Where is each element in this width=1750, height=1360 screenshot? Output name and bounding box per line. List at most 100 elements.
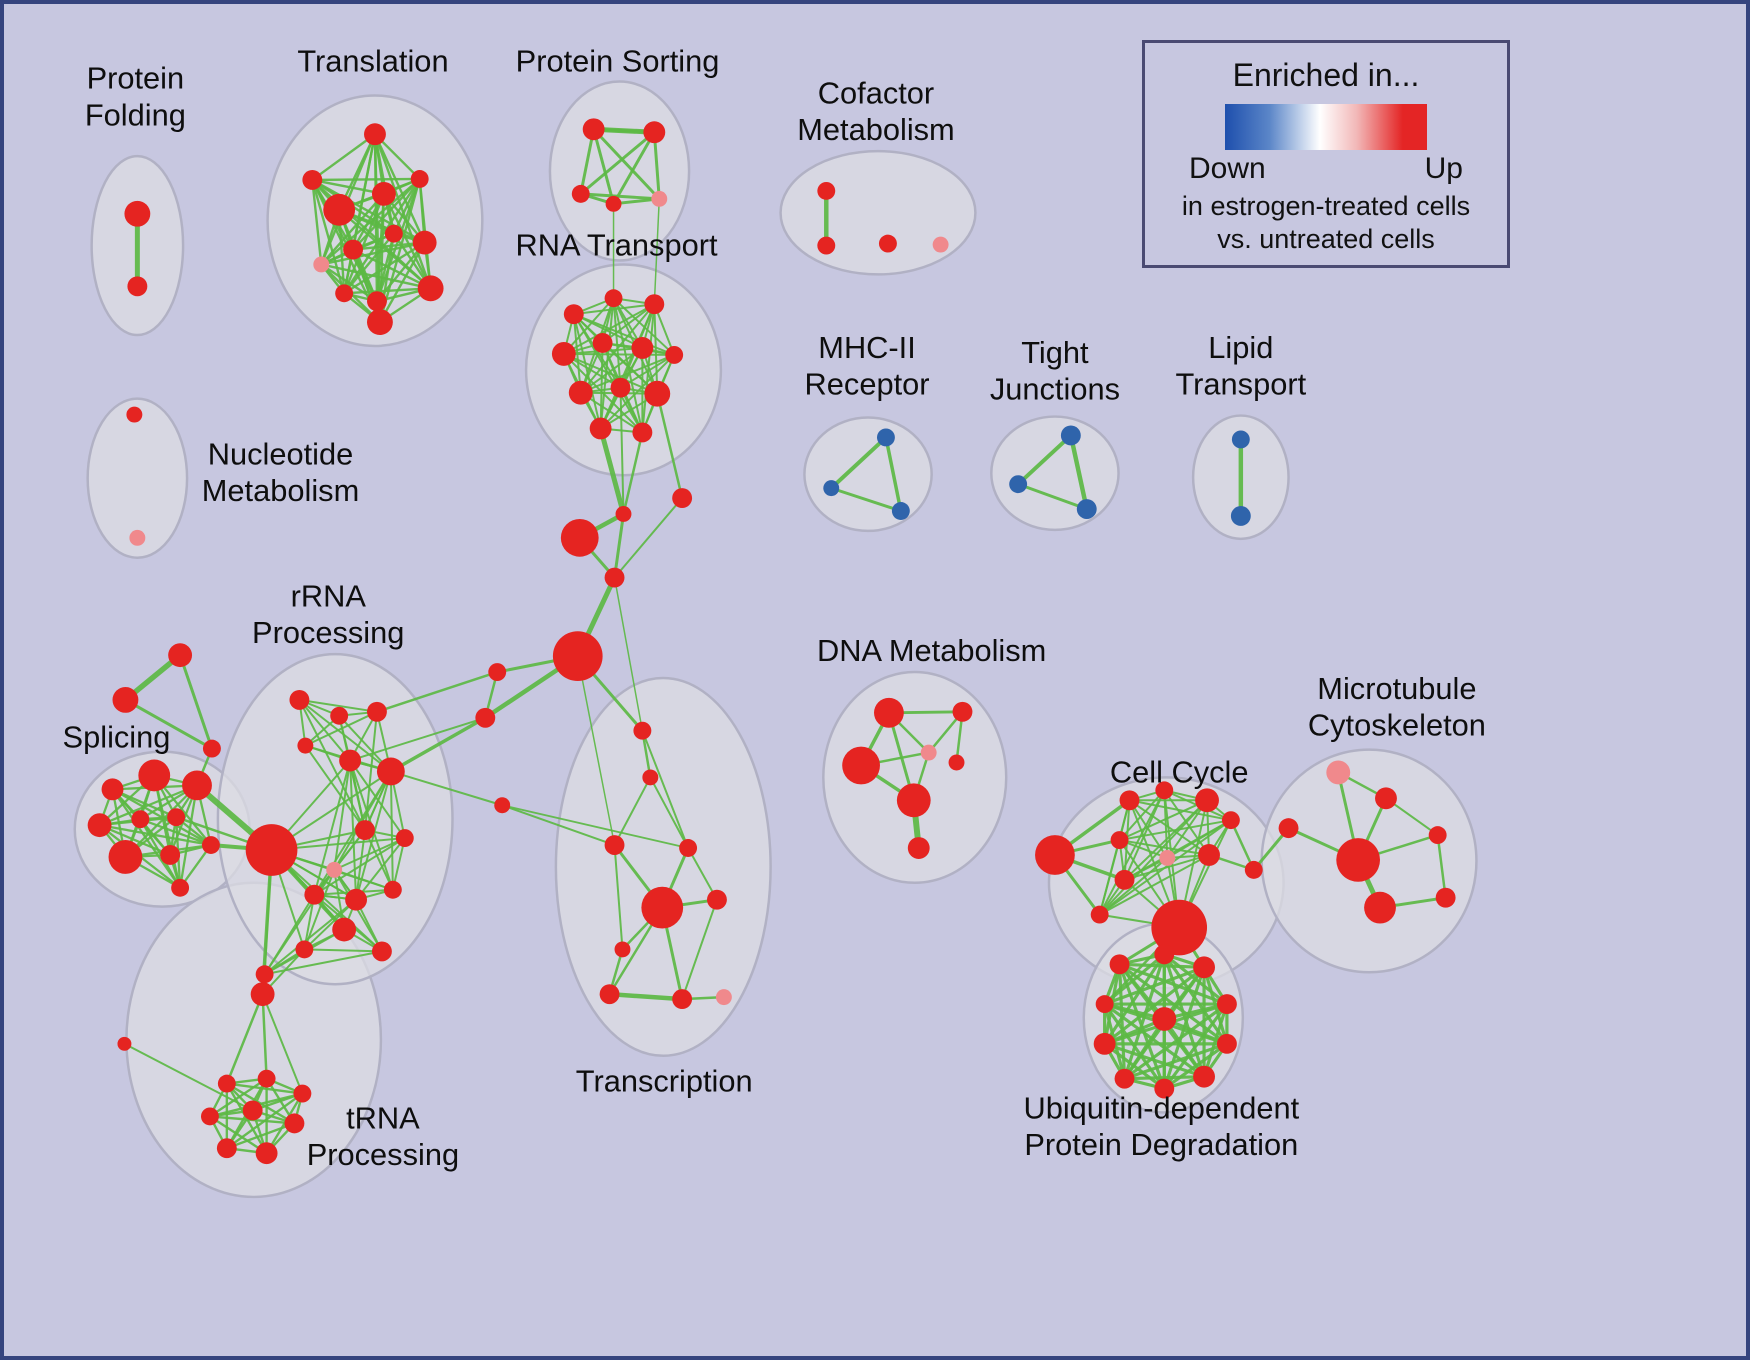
- network-edge: [579, 391, 644, 434]
- network-edge: [1123, 853, 1211, 881]
- network-node-lp2: [1230, 506, 1251, 526]
- network-edge: [263, 898, 358, 976]
- legend-gradient-bar: [1225, 104, 1427, 150]
- network-node-rr1: [289, 689, 310, 710]
- cluster-label-lipid-transport: Lipid: [1208, 330, 1273, 365]
- network-edge: [208, 1115, 268, 1155]
- network-edge: [298, 698, 392, 773]
- network-node-pf1: [124, 200, 151, 227]
- legend: Enriched in... Down Up in estrogen-treat…: [1142, 40, 1510, 268]
- network-edge: [373, 133, 432, 290]
- network-node-tl13: [367, 309, 393, 336]
- network-edge: [1118, 789, 1166, 842]
- network-node-rt2: [604, 289, 623, 308]
- network-node-cc8: [1198, 844, 1220, 866]
- network-node-ub5: [1216, 1033, 1237, 1054]
- cluster-ellipse-tight-junctions: [990, 415, 1120, 532]
- network-edge: [579, 127, 596, 196]
- network-edge: [579, 192, 661, 201]
- legend-caption-line2: vs. untreated cells: [1217, 224, 1435, 254]
- network-edge: [613, 776, 652, 847]
- network-edge: [311, 178, 323, 266]
- network-edge: [613, 844, 624, 951]
- network-node-cf2: [817, 236, 836, 255]
- cluster-label-trna-processing: Processing: [307, 1137, 459, 1172]
- network-edge: [613, 497, 684, 579]
- cluster-label-rna-transport: RNA Transport: [516, 228, 718, 263]
- network-node-sp5: [131, 810, 150, 829]
- network-node-mc7: [1435, 887, 1456, 908]
- network-edge: [1118, 799, 1209, 842]
- network-edge: [1103, 1002, 1206, 1079]
- network-edge: [98, 784, 199, 827]
- network-edge: [1098, 856, 1169, 916]
- network-edge: [562, 297, 615, 355]
- network-edge: [311, 133, 377, 182]
- network-node-mc2: [1375, 787, 1397, 810]
- network-node-rt3: [644, 294, 665, 315]
- network-edge: [342, 241, 426, 295]
- network-node-rr11: [304, 884, 325, 905]
- network-node-dm2: [952, 701, 973, 722]
- network-node-dm6: [896, 783, 931, 818]
- network-edge: [829, 435, 888, 491]
- network-edge: [579, 303, 656, 394]
- network-node-rr6: [376, 757, 405, 786]
- network-node-ub9: [1093, 1032, 1116, 1055]
- network-node-lp1: [1231, 430, 1250, 449]
- network-node-tr3: [604, 835, 625, 855]
- legend-down-label: Down: [1189, 152, 1266, 185]
- network-edge: [139, 818, 213, 847]
- cluster-label-tight-junctions: Junctions: [990, 372, 1120, 407]
- network-node-tj1: [1060, 425, 1081, 446]
- network-edge: [653, 303, 659, 395]
- network-edge: [208, 1077, 268, 1118]
- network-node-mc1: [1326, 760, 1351, 785]
- network-node-cc11: [1151, 899, 1208, 956]
- network-edge: [641, 729, 690, 849]
- network-node-tq5: [293, 1084, 312, 1103]
- network-edge: [351, 177, 421, 251]
- network-edge: [349, 759, 406, 840]
- network-node-tq1: [250, 982, 275, 1007]
- network-node-tl2: [302, 170, 323, 190]
- network-node-ft2: [112, 686, 139, 713]
- network-node-sp2: [138, 759, 171, 792]
- network-edge: [1436, 833, 1447, 899]
- network-node-g4: [604, 567, 625, 588]
- network-node-ft1: [168, 643, 193, 668]
- network-edge: [612, 130, 656, 206]
- network-node-pf2: [127, 276, 148, 297]
- network-node-tr7: [614, 941, 631, 958]
- network-edge: [349, 716, 487, 762]
- cluster-label-mhc-ii-receptor: Receptor: [805, 367, 930, 402]
- network-edge: [829, 486, 903, 513]
- network-edge: [320, 263, 379, 303]
- network-edge: [619, 353, 676, 389]
- network-node-rt9: [610, 377, 631, 398]
- network-edge: [1103, 952, 1166, 1006]
- network-edge: [579, 130, 656, 196]
- network-node-tl12: [335, 284, 354, 303]
- network-node-nu2: [129, 529, 146, 546]
- network-node-tq2: [117, 1036, 132, 1051]
- cluster-label-lipid-transport: Transport: [1176, 367, 1307, 402]
- network-edge: [333, 837, 406, 871]
- network-node-cc2: [1119, 790, 1140, 811]
- network-node-rt6: [631, 337, 654, 359]
- network-edge: [355, 837, 406, 901]
- network-edge: [562, 303, 656, 355]
- network-node-sp8: [160, 845, 181, 865]
- network-node-tr6: [706, 889, 727, 910]
- network-node-ub4: [1216, 994, 1237, 1015]
- network-edge: [320, 241, 426, 266]
- network-node-tj2: [1009, 475, 1028, 494]
- network-edge: [579, 353, 676, 394]
- network-node-ps1: [582, 118, 605, 141]
- network-edge: [261, 993, 304, 1095]
- network-node-mc6: [1364, 891, 1396, 924]
- network-node-rr7: [245, 824, 298, 876]
- network-node-rr15: [295, 940, 314, 959]
